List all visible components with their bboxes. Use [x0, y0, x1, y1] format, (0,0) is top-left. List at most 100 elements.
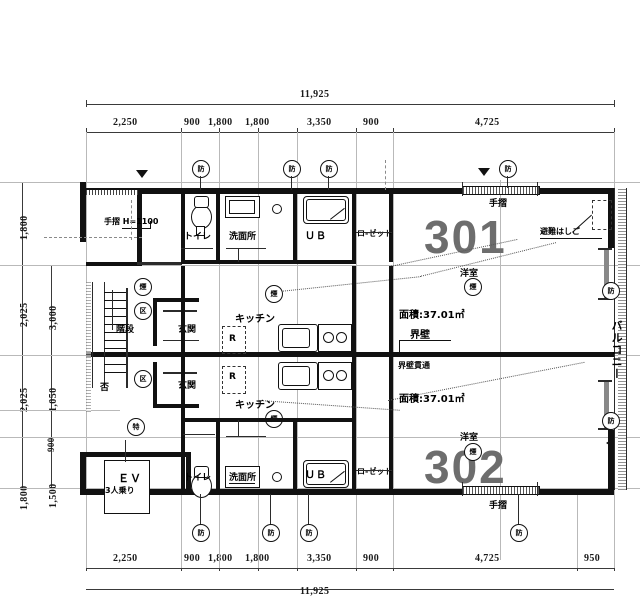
bottom-dim-1: 2,250	[113, 553, 138, 564]
fridge-space-301	[222, 326, 246, 354]
unit-bath-label: ＵＢ	[305, 470, 327, 481]
entrance-label-302: 玄関	[178, 381, 197, 391]
elevator-car	[104, 460, 150, 514]
party-wall	[86, 352, 614, 357]
fire-damper-icon: 防	[499, 160, 517, 178]
elevator-capacity-label: 3人乗り	[105, 486, 135, 495]
room-label-301: 洋室	[460, 269, 479, 279]
top-dim-5: 3,350	[307, 117, 332, 128]
left-inner-dim-2: 1,050	[48, 387, 59, 413]
left-dim-1: 1,800	[19, 215, 30, 241]
interior-wall	[297, 260, 356, 264]
damper-leader	[200, 176, 201, 190]
level-marker-triangle	[478, 168, 490, 176]
exterior-wall-right-bottom	[608, 430, 614, 495]
interior-wall	[216, 420, 220, 492]
closet-label: ロ-ゼット	[357, 467, 393, 476]
entrance-label-301: 玄関	[178, 325, 197, 335]
burner-icon	[336, 370, 347, 381]
washbasin-sink	[229, 200, 255, 214]
stair-step	[104, 364, 126, 365]
fire-damper-icon: 防	[320, 160, 338, 178]
fire-damper-icon: 防	[510, 524, 528, 542]
smoke-detector-icon-core: 煙	[134, 278, 152, 296]
damper-leader	[518, 494, 519, 524]
interior-wall	[389, 190, 393, 262]
door-swing-line	[238, 420, 239, 436]
interior-wall	[293, 420, 297, 492]
elevator-label: ＥＶ	[118, 472, 142, 485]
kitchen-wall-301-right	[352, 266, 356, 352]
stair-wall-hatch	[86, 282, 91, 412]
bottom-dim-4: 1,800	[245, 553, 270, 564]
stair-step	[104, 316, 126, 317]
left-inner-dim-1: 3,000	[48, 305, 59, 331]
chain-dim-line-top	[86, 132, 614, 133]
stair-step	[104, 372, 126, 373]
balcony-partition-301	[604, 248, 609, 300]
unit-number-301: 301	[424, 211, 507, 263]
left-dim-4: 1,800	[19, 485, 30, 511]
top-dim-2: 900	[184, 117, 201, 128]
handrail-top-left	[86, 190, 138, 195]
overall-dim-line-bottom	[86, 589, 614, 590]
unit-bath-label: ＵＢ	[305, 231, 327, 242]
grid-line	[258, 180, 259, 560]
kitchen-label-301: キッチン	[235, 314, 275, 325]
bottom-dim-5: 3,350	[307, 553, 332, 564]
grid-line	[0, 410, 120, 411]
balcony-outer-line	[626, 188, 627, 490]
burner-icon	[323, 332, 334, 343]
dim-tick	[86, 100, 87, 107]
top-dim-6: 900	[363, 117, 380, 128]
elevator-leader	[125, 440, 126, 462]
smoke-detector-icon-302: 煙	[464, 443, 482, 461]
fire-damper-icon: 防	[602, 412, 620, 430]
special-icon: 特	[127, 418, 145, 436]
interior-wall	[352, 420, 356, 492]
stair-direction-line	[112, 290, 113, 330]
toilet-tank-fixture	[194, 466, 209, 478]
handrail-301	[462, 186, 540, 195]
top-dim-7: 4,725	[475, 117, 500, 128]
entrance-wall-302	[153, 362, 157, 408]
balcony-inner-line	[614, 188, 615, 490]
direction-marker	[606, 438, 614, 448]
top-dim-4: 1,800	[245, 117, 270, 128]
fire-damper-icon: 防	[283, 160, 301, 178]
door-swing-line	[226, 436, 266, 437]
grid-line	[181, 495, 182, 568]
toilet-tank-fixture	[194, 196, 209, 208]
grid-line	[356, 495, 357, 568]
grid-line	[219, 180, 220, 560]
top-dim-1: 2,250	[113, 117, 138, 128]
fire-damper-icon: 防	[300, 524, 318, 542]
sink-basin-302	[282, 366, 310, 386]
left-inner-dim-line	[51, 265, 52, 488]
toilet-base-fixture	[196, 226, 205, 236]
compartment-icon-lower: 区	[134, 370, 152, 388]
leader-line	[399, 340, 400, 352]
fire-damper-icon: 防	[192, 160, 210, 178]
bottom-dim-8: 950	[584, 553, 601, 564]
entrance-door-302	[163, 372, 197, 374]
entrance-wall-301	[153, 300, 157, 346]
grid-line	[219, 495, 220, 568]
fire-damper-icon: 防	[602, 282, 620, 300]
entrance-wall-301-top	[153, 298, 199, 302]
grid-line	[577, 495, 578, 568]
toilet-label: トイレ	[184, 232, 212, 242]
interior-wall	[181, 420, 185, 492]
grid-line	[258, 132, 259, 180]
guide-dash	[385, 160, 386, 190]
overall-dimension-top: 11,925	[300, 89, 330, 100]
exterior-wall-top	[80, 188, 614, 194]
grid-line	[0, 437, 640, 438]
balcony-partition-cap	[598, 248, 612, 250]
closet-shelf-line	[356, 232, 392, 233]
escape-ladder-label: 避難はしご	[540, 227, 580, 236]
interior-wall	[389, 420, 393, 492]
leader-line	[150, 221, 151, 229]
grid-line	[86, 495, 87, 568]
stair-step	[104, 340, 126, 341]
